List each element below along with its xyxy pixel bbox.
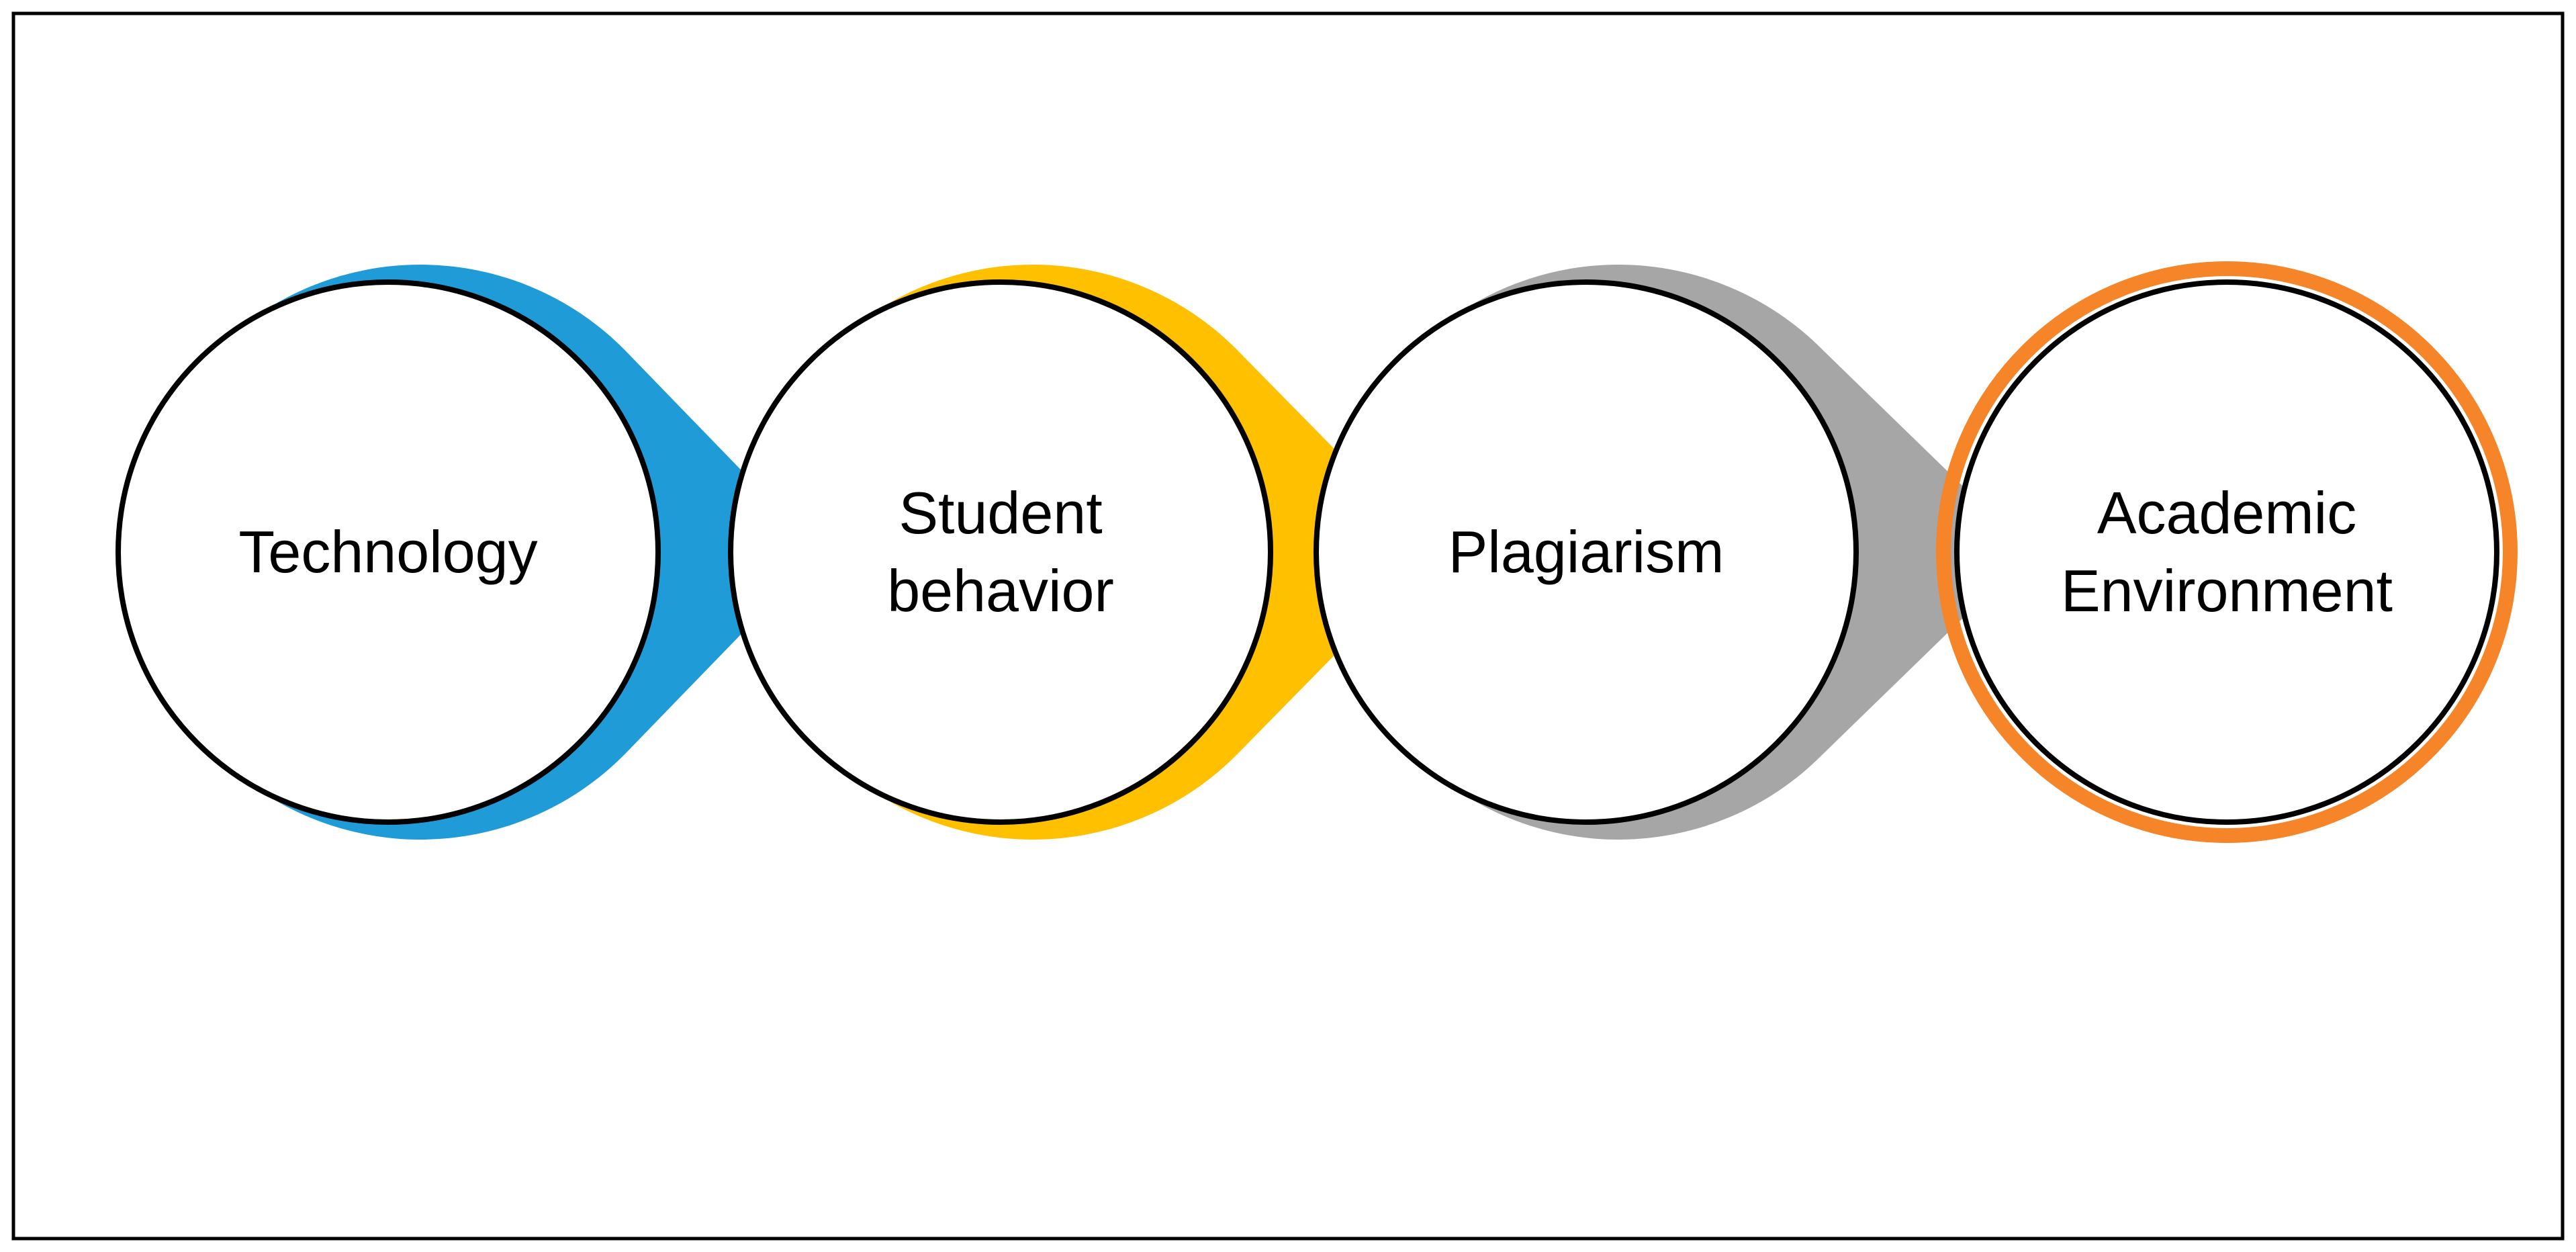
node-1-circle: [116, 279, 661, 825]
node-4-circle: [1954, 279, 2499, 825]
node-2-label-line-2: behavior: [887, 557, 1114, 624]
node-layer: Technology Student behavior Plagiarism Acade…: [116, 261, 2518, 843]
node-2-label-line-1: Student: [899, 480, 1102, 546]
node-3-label-line-1: Plagiarism: [1448, 519, 1724, 585]
node-1-label-line-1: Technology: [238, 519, 537, 585]
node-4-label-line-2: Environment: [2061, 557, 2393, 624]
node-3-circle: [1314, 279, 1859, 825]
node-4-label-line-1: Academic: [2097, 480, 2356, 546]
node-4-ring: [1936, 261, 2518, 843]
node-2-circle: [728, 279, 1273, 825]
